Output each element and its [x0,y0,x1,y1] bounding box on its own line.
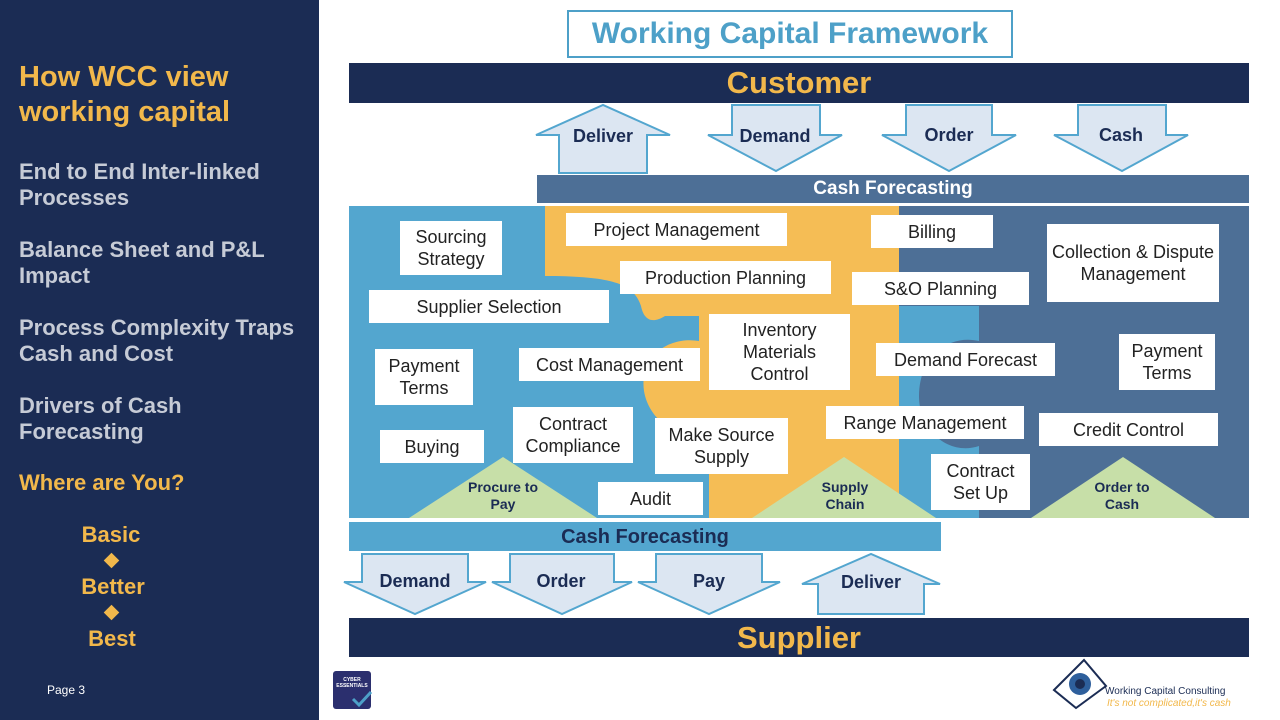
box-cost-management: Cost Management [519,348,700,381]
page-number: Page 3 [47,683,86,697]
box-demand-forecast: Demand Forecast [876,343,1055,376]
box-project-management: Project Management [566,213,787,246]
box-audit: Audit [598,482,703,515]
box-credit-control: Credit Control [1039,413,1218,446]
box-supplier-selection: Supplier Selection [369,290,609,323]
box-payment-terms-right: Payment Terms [1119,334,1215,390]
box-so-planning: S&O Planning [852,272,1029,305]
logo-name: Working Capital Consulting [1105,686,1226,697]
triangle-label-order-to-cash: Order to Cash [1094,479,1150,512]
box-payment-terms-left: Payment Terms [375,349,473,405]
box-sourcing-strategy: Sourcing Strategy [400,221,502,275]
arrow-label-demand-supplier: Demand [379,571,451,591]
sidebar-item-balance-sheet: Balance Sheet and P&L Impact [19,237,265,288]
sidebar-item-end-to-end: End to End Inter-linked Processes [19,159,260,210]
badge-text: CYBER ESSENTIALS [336,677,368,689]
arrow-label-order-supplier: Order [536,571,586,591]
supplier-band: Supplier [349,618,1249,657]
box-collection-dispute: Collection & Dispute Management [1047,224,1219,302]
order-to-cash-triangle [1031,457,1215,518]
level-better: Better [81,574,145,599]
sidebar-title: How WCC view working capital [19,61,231,128]
pay-down-arrow-icon [637,553,781,616]
box-contract-compliance: Contract Compliance [513,407,633,463]
framework-title: Working Capital Framework [567,10,1013,58]
box-billing: Billing [871,215,993,248]
demand-down-arrow-icon [707,104,843,173]
diamond-icon [103,552,120,569]
deliver-up-arrow-icon [535,103,671,174]
arrow-label-order: Order [924,125,974,145]
supplier-arrows [343,552,941,616]
level-best: Best [88,626,136,651]
arrow-label-deliver: Deliver [572,126,634,146]
customer-arrows [535,103,1189,174]
cash-forecasting-bottom-bar: Cash Forecasting [349,522,941,551]
triangle-label-supply-chain: Supply Chain [821,479,869,512]
box-range-management: Range Management [826,406,1024,439]
cash-down-arrow-icon [1053,104,1189,173]
procure-to-pay-triangle [409,457,597,518]
diamond-icon [103,604,120,621]
level-basic: Basic [81,522,141,547]
triangle-label-procure-to-pay: Procure to Pay [467,479,538,512]
sidebar: How WCC view working capital End to End … [0,0,319,720]
box-production-planning: Production Planning [620,261,831,294]
deliver-up-arrow-icon [801,552,941,615]
box-inventory-materials: Inventory Materials Control [709,314,850,390]
box-make-source-supply: Make Source Supply [655,418,788,474]
logo-tagline: It's not complicated,it's cash [1107,698,1231,709]
supply-chain-triangle [752,457,936,518]
demand-down-arrow-icon [343,553,487,616]
box-contract-set-up: Contract Set Up [931,454,1030,510]
arrow-label-pay-supplier: Pay [692,571,726,591]
checkmark-icon [351,690,373,708]
arrow-label-deliver-supplier: Deliver [840,572,902,592]
order-down-arrow-icon [491,553,633,616]
sidebar-item-process-complexity: Process Complexity Traps Cash and Cost [19,315,295,366]
sidebar-item-cash-forecasting: Drivers of Cash Forecasting [19,393,182,444]
customer-band: Customer [349,63,1249,103]
order-down-arrow-icon [881,104,1017,173]
wcc-logo-icon [1052,658,1108,710]
cash-forecasting-top-bar: Cash Forecasting [537,175,1249,203]
box-buying: Buying [380,430,484,463]
sidebar-where-heading: Where are You? [19,470,185,495]
arrow-label-cash: Cash [1098,125,1143,145]
cyber-essentials-badge: CYBER ESSENTIALS [333,671,373,709]
arrow-label-demand: Demand [739,126,811,146]
